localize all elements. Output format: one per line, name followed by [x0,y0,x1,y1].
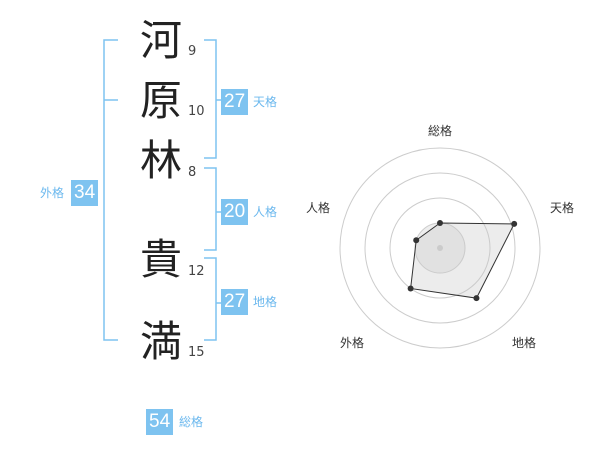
radar-axis-label-gaikaku: 外格 [339,336,364,350]
radar-axis-label-chikaku: 地格 [511,336,536,350]
radar-ring [339,147,541,349]
radar-point-0 [437,220,443,226]
gaikaku-value: 34 [71,180,99,206]
radar-point-1 [511,220,518,227]
stroke-count-3: 8 [188,165,197,180]
radar-axis-label-soukaku: 総格 [427,124,452,138]
stroke-count-4: 12 [188,264,205,279]
radar-point-3 [407,285,414,292]
stroke-count-1: 9 [188,44,197,59]
radar-center [437,245,443,251]
radar-point-2 [473,295,480,302]
stroke-count-2: 10 [188,104,205,119]
name-char-4: 貴 [139,235,182,284]
soukaku-label: 総格 [179,415,204,429]
jinkaku-value: 20 [221,199,249,225]
soukaku-value: 54 [146,409,174,435]
tenkaku-value: 27 [221,89,249,115]
name-char-1: 河 [139,16,182,65]
tenkaku-label: 天格 [253,95,278,109]
name-char-2: 原 [139,76,182,125]
radar-points [407,220,518,302]
radar-polygon [410,222,515,299]
radar-axis-label-jinkaku: 人格 [305,201,330,215]
radar-ring [389,197,491,299]
name-char-5: 満 [139,317,182,366]
radar-rings [339,147,541,349]
name-char-3: 林 [139,136,182,185]
radar-axis-label-tenkaku: 天格 [549,201,574,215]
gaikaku-label: 外格 [40,186,65,200]
jinkaku-label: 人格 [253,205,278,219]
stroke-count-5: 15 [188,345,205,360]
radar-ring [364,172,516,324]
radar-point-4 [413,237,420,244]
chikaku-value: 27 [221,289,249,315]
chikaku-label: 地格 [253,295,278,309]
